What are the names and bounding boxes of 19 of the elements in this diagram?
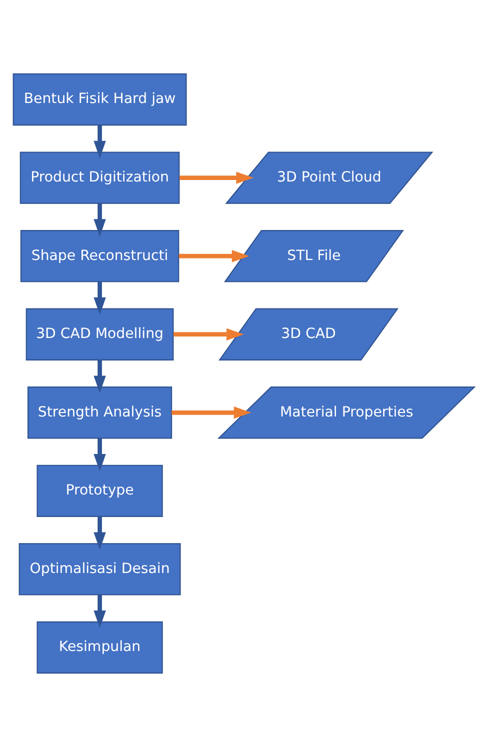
node-box: Shape Reconstructi — [20, 230, 179, 282]
arrow — [179, 172, 254, 184]
arrow — [178, 250, 249, 262]
node-box: Optimalisasi Desain — [18, 543, 180, 596]
node-box: 3D CAD Modelling — [25, 308, 174, 360]
node-box: Product Digitization — [19, 152, 180, 204]
arrow — [93, 360, 106, 394]
arrow — [93, 125, 106, 158]
node-box: Kesimpulan — [36, 621, 162, 674]
arrow — [171, 406, 251, 419]
arrow — [93, 438, 106, 472]
node-box: Strength Analysis — [26, 386, 172, 439]
arrow — [93, 282, 106, 315]
arrow — [93, 594, 106, 628]
node-box: Bentuk Fisik Hard jaw — [12, 73, 186, 126]
arrow — [173, 328, 244, 340]
arrow — [93, 203, 106, 237]
node-box: Prototype — [36, 464, 162, 518]
arrow — [93, 516, 106, 550]
